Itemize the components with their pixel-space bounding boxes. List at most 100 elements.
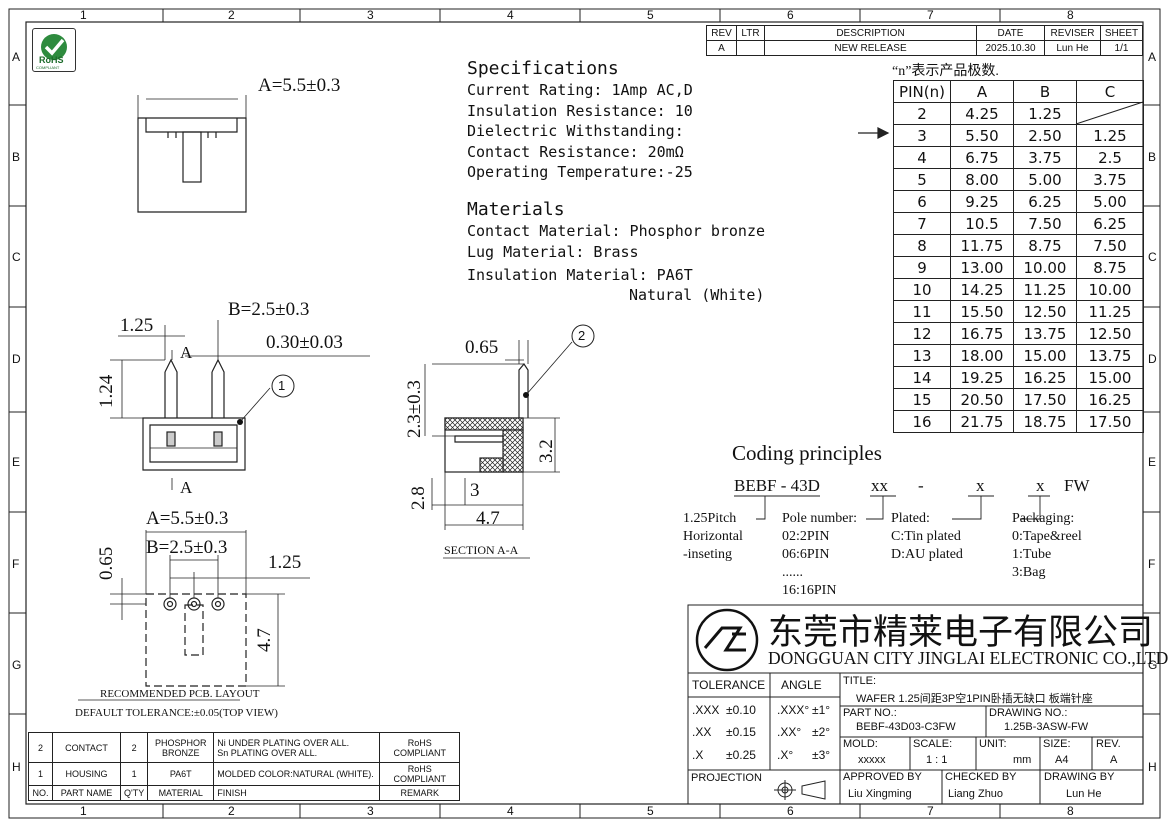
table-cell: 5.50 (950, 124, 1014, 147)
table-cell: 12.50 (1013, 300, 1077, 323)
dim-side-b: B=2.5±0.3 (228, 299, 310, 320)
table-cell: Lun He (1044, 40, 1101, 56)
table-cell: 18.00 (950, 344, 1014, 367)
table-cell: 9 (893, 256, 951, 279)
row-label: G (12, 658, 22, 672)
dim-side-124: 1.24 (96, 374, 117, 408)
table-cell: 15.50 (950, 300, 1014, 323)
column-label: 7 (927, 804, 934, 818)
coding-desc: Packaging: (1012, 511, 1075, 526)
table-cell: 2025.10.30 (976, 40, 1045, 56)
table-cell: 11 (893, 300, 951, 323)
tol-cell: ±3° (812, 748, 831, 762)
coding-desc: C:Tin plated (891, 529, 961, 544)
row-label: A (12, 50, 21, 64)
spec-line: Dielectric Withstanding: 250 (467, 122, 692, 140)
company-name-en: DONGGUAN CITY JINGLAI ELECTRONIC CO.,LTD… (768, 648, 1169, 668)
table-cell: 5.00 (1076, 190, 1144, 213)
table-cell: 10.00 (1013, 256, 1077, 279)
table-cell: 17.50 (1013, 388, 1077, 411)
row-label: D (12, 352, 21, 366)
pcb-layout-label: RECOMMENDED PCB. LAYOUT (100, 688, 260, 700)
scale-value: 1 : 1 (926, 754, 948, 766)
table-cell: 13.00 (950, 256, 1014, 279)
dim-sec-32: 3.2 (536, 439, 557, 463)
table-cell: 15 (893, 388, 951, 411)
table-cell: RoHS COMPLIANT (379, 732, 461, 763)
table-cell: PART NAME (52, 785, 121, 801)
size-value: A4 (1055, 754, 1069, 766)
coding-desc: 16:16PIN (782, 583, 837, 598)
table-cell: 14 (893, 366, 951, 389)
table-cell: 10.00 (1076, 278, 1144, 301)
table-cell: 6.75 (950, 146, 1014, 169)
rohs-text: RoHS (39, 55, 64, 65)
table-cell: 13.75 (1013, 322, 1077, 345)
mold-value: xxxxx (858, 754, 886, 766)
checked-label: CHECKED BY (945, 771, 1017, 783)
table-cell: NEW RELEASE (764, 40, 977, 56)
dim-pcb-47: 4.7 (254, 628, 275, 652)
unit-value: mm (1013, 754, 1032, 766)
column-label: 6 (787, 8, 794, 22)
tol-cell: .XXX (692, 703, 720, 717)
row-label: F (12, 557, 20, 571)
row-label: E (12, 455, 21, 469)
table-cell: 12.50 (1076, 322, 1144, 345)
table-cell: FINISH (213, 785, 381, 801)
dim-top-a: A=5.5±0.3 (258, 75, 341, 96)
table-cell (1076, 102, 1144, 125)
rev-label: REV. (1096, 738, 1121, 750)
column-label: 3 (367, 804, 374, 818)
code-segment: - (918, 476, 924, 495)
table-cell: PA6T (147, 762, 215, 786)
row-label: H (12, 760, 21, 774)
column-label: 8 (1067, 8, 1074, 22)
dim-sec-23: 2.3±0.3 (404, 380, 425, 438)
dim-sec-3: 3 (470, 480, 480, 501)
table-cell: 11.75 (950, 234, 1014, 257)
dim-side-030: 0.30±0.03 (266, 332, 343, 353)
table-cell: 3.75 (1013, 146, 1077, 169)
material-line: Insulation Material: PA6T,U (467, 266, 693, 284)
table-cell: 1/1 (1100, 40, 1143, 56)
table-cell: MATERIAL (147, 785, 215, 801)
rohs-logo: RoHS COMPLIANT (32, 28, 76, 72)
coding-desc: ...... (782, 565, 803, 580)
column-label: 7 (927, 8, 934, 22)
coding-desc: 0:Tape&reel (1012, 529, 1082, 544)
tol-cell: ±0.15 (726, 725, 756, 739)
table-cell: REV (706, 25, 737, 41)
table-cell: 15.00 (1076, 366, 1144, 389)
drawing-no-label: DRAWING NO.: (989, 707, 1068, 719)
table-cell: PHOSPHOR BRONZE (147, 732, 215, 763)
table-cell: 7.50 (1076, 234, 1144, 257)
mold-label: MOLD: (843, 738, 878, 750)
table-cell: 2 (119, 732, 149, 763)
table-header: PIN(n) (893, 80, 951, 103)
table-cell: Ni UNDER PLATING OVER ALL. Sn PLATING OV… (213, 732, 381, 763)
table-cell: CONTACT (52, 732, 121, 763)
tolerance-label: TOLERANCE (692, 678, 766, 692)
code-segment: x (1036, 476, 1045, 495)
dim-pcb-b: B=2.5±0.3 (146, 537, 228, 558)
table-cell: 4.25 (950, 102, 1014, 125)
scale-label: SCALE: (913, 738, 953, 750)
table-cell: 1 (28, 762, 53, 786)
dim-side-125: 1.25 (120, 315, 154, 336)
projection-label: PROJECTION (691, 772, 762, 784)
title-label: TITLE: (843, 675, 877, 687)
coding-desc: Plated: (891, 511, 930, 526)
spec-line: Insulation Resistance: 100M (467, 102, 692, 120)
tol-cell: ±2° (812, 725, 831, 739)
row-label: A (1148, 50, 1157, 64)
coding-heading: Coding principles (732, 441, 882, 465)
